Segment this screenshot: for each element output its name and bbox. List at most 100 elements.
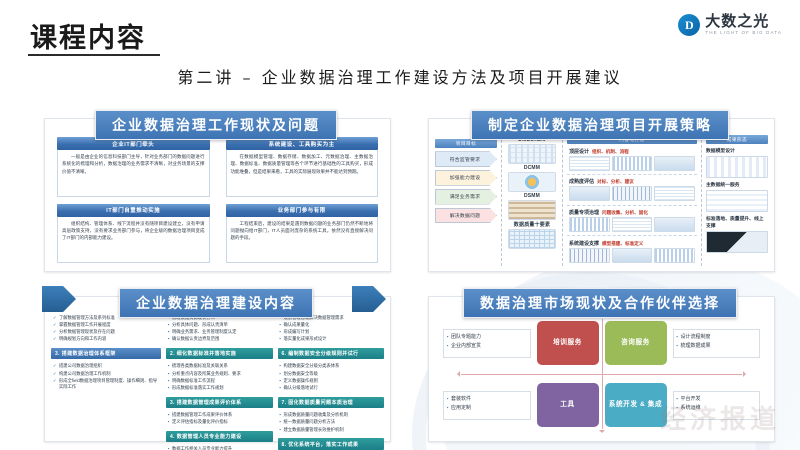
- section-body: ▪形成数据质量问题收集及分析机制 ▪统一数据质量问题分析方法 ▪建立数据质量管理…: [278, 411, 385, 436]
- check-icon: ✓: [53, 370, 57, 376]
- bullet-icon: ▪: [168, 336, 170, 342]
- list-item: ✓明确规划方向和工作内容: [53, 336, 107, 342]
- standard-label: DMBOK2.0: [518, 137, 546, 143]
- title-underline: [28, 54, 160, 56]
- thumbnail: [611, 217, 653, 233]
- bullet-icon: ▪: [168, 363, 170, 369]
- section-body: ▪搭建数据管理工作成果评价体系 ▪定义评估指标及量化评价指标: [166, 411, 273, 429]
- goal-chevron: 符合监管要求: [435, 151, 497, 167]
- slide-subtitle: 第二讲 – 企业数据治理工作建设方法及项目开展建议: [177, 68, 623, 87]
- bullet-icon: ▪: [168, 412, 170, 418]
- sidebox-bottom-left: ▪套装软件 ▪应用定制: [443, 390, 531, 420]
- bullet-icon: ▪: [279, 321, 282, 327]
- axis-vertical: [598, 315, 605, 433]
- quadrant-consulting-service[interactable]: 咨询服务: [604, 321, 667, 365]
- bullet-icon: ▪: [279, 328, 282, 334]
- subcard: IT部门自重推动实施 组织结构、管理体系、线下流程并没有随项目建设建立，没有申请…: [57, 203, 210, 263]
- list-item: ▪确认成果量化: [279, 321, 310, 327]
- list-item: ▪梳理各类数据标准及关联关系: [168, 363, 228, 369]
- section-body: ▪数据工作相关人员专业能力提升 ▪公司数据管理体系认知提升: [166, 445, 273, 450]
- quadrant-tools[interactable]: 工具: [536, 383, 599, 427]
- list-item: ▪构建数据安全分级分类表体系: [279, 363, 340, 369]
- list-item: ▪定义数据操作规则: [279, 377, 318, 383]
- check-icon: ✓: [53, 377, 57, 383]
- panel-title-build-content: 企业数据治理建设内容: [119, 288, 313, 318]
- thumbnail: [569, 155, 610, 171]
- list-item: ▪定义评估指标及量化评价指标: [168, 419, 228, 425]
- list-item: ▪形成数据质量问题收集及分析机制: [279, 412, 348, 418]
- bullet-icon: ▪: [279, 385, 282, 391]
- list-item: ▪分析具体问题、形成认责清单: [168, 321, 228, 327]
- deliverables-header: 成果形态: [706, 135, 768, 145]
- list-item: ▪团队专题能力: [447, 333, 482, 340]
- goal-chevron: 满足业务需求: [435, 188, 497, 205]
- list-item: ▪形成编写计划: [279, 328, 310, 334]
- bullet-icon: ▪: [168, 377, 170, 383]
- deliverables-column: 成果形态 数据模型设计 主数据统一服务 标准落地、质量提升、线上支撑: [706, 135, 768, 266]
- bullet-icon: ▪: [168, 446, 170, 450]
- check-icon: ✓: [53, 328, 57, 334]
- sidebox-bottom-right: ▪平台开发 ▪系统运维: [672, 390, 760, 420]
- method-title: 顶层设计: [569, 148, 590, 155]
- list-item: ▪形成数据标准落实工作规划: [168, 385, 224, 391]
- bullet-icon: ▪: [447, 333, 449, 339]
- subcard-heading: 业务部门参与有限: [225, 203, 378, 217]
- thumbnail: [611, 247, 653, 263]
- list-item: ▪设计流程制度: [676, 333, 711, 340]
- bullet-icon: ▪: [168, 419, 170, 425]
- list-item: ▪明确业务需求、业务管理制度认定: [168, 328, 237, 334]
- diagram-thumbnail-wheel: [508, 172, 556, 192]
- list-item: ▪落实量化成果形式设计: [279, 336, 327, 342]
- content-column: ✓了解数据管理方法及系列标准 ✓掌握数据管理工作开展程度 ✓分析数据管理现状及存…: [51, 313, 161, 436]
- logo-d-icon: D: [678, 14, 701, 36]
- subcard-body: 组织结构、管理体系、线下流程并没有随项目建设建立，没有申请高层政策支持，没有要求…: [57, 216, 210, 263]
- list-item: ▪应用定制: [447, 405, 472, 411]
- check-icon: ✓: [53, 336, 57, 342]
- list-item: ▪数据工作相关人员专业能力提升: [168, 446, 271, 450]
- list-item: ▪系统运维: [676, 405, 701, 411]
- bullet-icon: ▪: [676, 333, 679, 339]
- method-title: 系统建设支撑: [569, 240, 600, 247]
- method-row: 质量专项治理问题收集、分析、固化: [567, 208, 697, 237]
- check-icon: ✓: [53, 363, 57, 369]
- badge-positioning: 定位台: [356, 300, 370, 305]
- subcard-body: 工程结束后，建设的结果是遇到数据问题的业务部门仍然不断地将问题抛向给IT部门，I…: [225, 216, 378, 263]
- method-tag: 问题收集、分析、固化: [602, 210, 648, 216]
- quadrant-system-development[interactable]: 系统开发 & 集成: [604, 383, 667, 427]
- list-item: ▪分析重点内容及所属业务规则、要求: [168, 370, 241, 376]
- panel-project-strategy: 项目目标 符合监管要求 加强能力建设 满足业务需求 解决数据问题 DMBOK2.…: [428, 118, 775, 272]
- bullet-icon: ▪: [676, 405, 679, 410]
- goal-chevron: 加强能力建设: [435, 169, 497, 186]
- bullet-icon: ▪: [279, 419, 282, 425]
- deliverable-thumbnail: [706, 156, 768, 179]
- subcard: 业务部门参与有限 工程结束后，建设的结果是遇到数据问题的业务部门仍然不断地将问题…: [225, 203, 378, 263]
- section-heading: 3. 搭建数据治理体系框架: [51, 347, 161, 360]
- bullet-icon: ▪: [447, 395, 449, 401]
- bullet-icon: ▪: [279, 336, 282, 342]
- method-tag: 对标、分析、建议: [597, 179, 634, 185]
- thumbnail: [654, 155, 696, 171]
- bullet-icon: ▪: [447, 405, 449, 410]
- list-item: ✓了解数据管理方法及系列标准: [53, 314, 115, 320]
- logo-tagline: THE LIGHT OF BIG DATA: [705, 30, 782, 36]
- subcard-heading: 企业IT部门牵头: [57, 137, 210, 151]
- list-item: ▪企业内部宣贯: [447, 343, 482, 349]
- standard-label: DCMM: [523, 165, 541, 171]
- quadrant-training-service[interactable]: 培训服务: [536, 321, 599, 365]
- bullet-icon: ▪: [676, 343, 679, 348]
- method-row: 顶层设计组织、机制、流程: [567, 146, 697, 175]
- bullet-icon: ▪: [279, 363, 282, 369]
- subcard: 企业IT部门牵头 一般是由企业的信息科技部门主导，针对业务部门的数据问题进行系统…: [57, 137, 210, 197]
- standard-label: 数据质量十要素: [513, 222, 551, 228]
- thumbnail: [654, 217, 696, 233]
- list-item: ▪确认数据认责边界及范围: [168, 336, 220, 342]
- goal-chevron: 解决数据问题: [435, 207, 497, 224]
- divider: [701, 135, 702, 266]
- section-heading: 3. 搭建数据管理成果评价体系: [166, 396, 273, 409]
- bullet-icon: ▪: [279, 426, 282, 432]
- divider: [501, 135, 502, 266]
- goals-column: 项目目标 符合监管要求 加强能力建设 满足业务需求 解决数据问题: [435, 135, 497, 266]
- bullet-icon: ▪: [168, 370, 170, 376]
